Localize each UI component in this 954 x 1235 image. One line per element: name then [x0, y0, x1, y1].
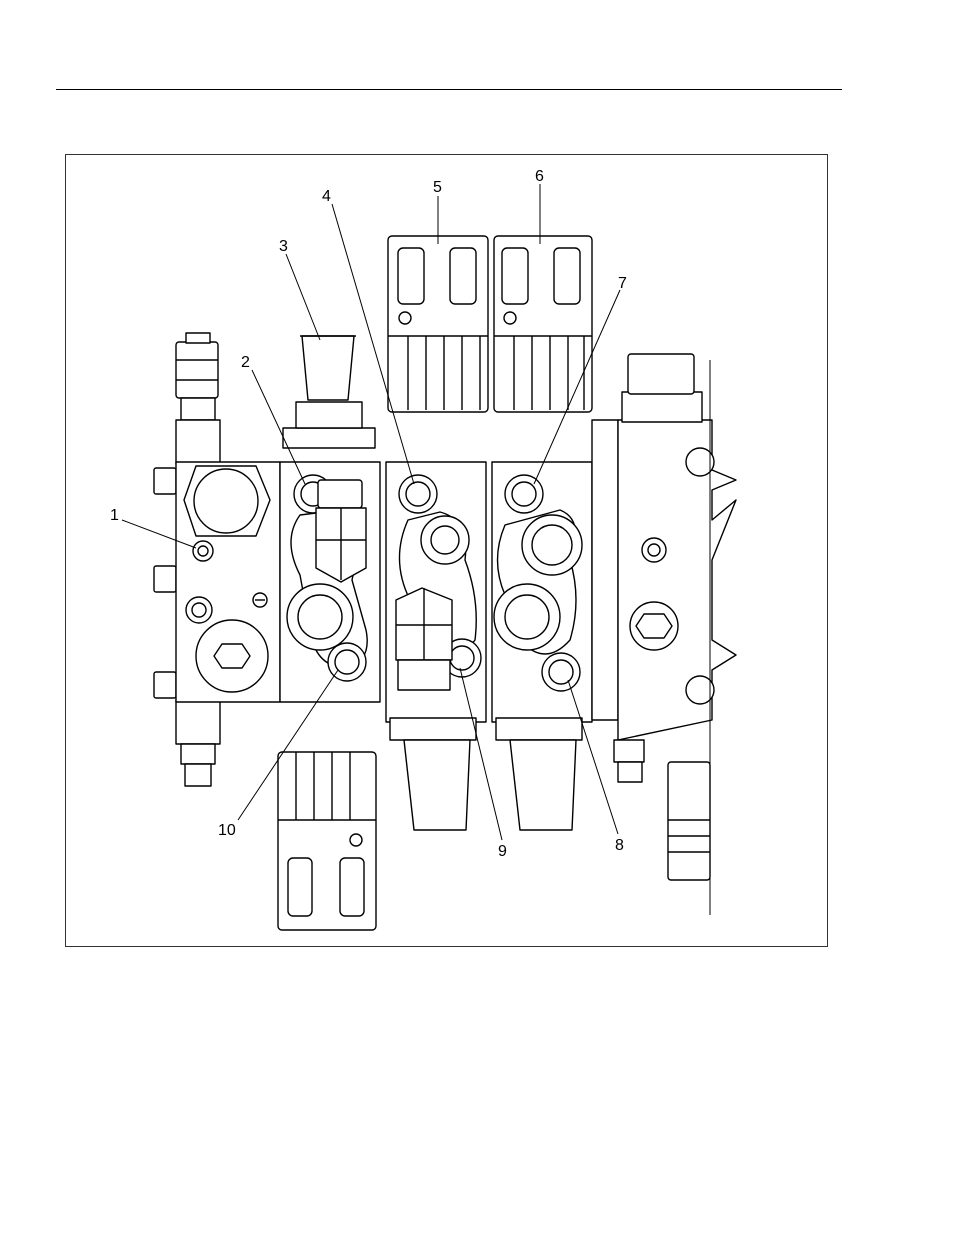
callout-2: 2: [241, 354, 250, 371]
callout-1: 1: [110, 507, 119, 524]
section-c-bottom-cap: [496, 718, 582, 830]
callout-7: 7: [618, 275, 627, 292]
callout-9: 9: [498, 843, 507, 860]
valve-section-b: [386, 462, 486, 722]
inlet-section: [176, 462, 280, 702]
callout-8: 8: [615, 837, 624, 854]
callout-6: 6: [535, 168, 544, 185]
callout-3: 3: [279, 238, 288, 255]
section-b-bottom-cap: [390, 718, 476, 830]
section-a-bottom-solenoid: [278, 752, 376, 930]
callout-5: 5: [433, 179, 442, 196]
outlet-block: [592, 354, 736, 915]
section-a-top-cap: [283, 336, 375, 448]
valve-section-c: [492, 462, 592, 722]
valve-section-a: [280, 462, 380, 702]
callout-10: 10: [218, 822, 236, 839]
callout-4: 4: [322, 188, 331, 205]
section-b-top-solenoid: [388, 236, 488, 412]
